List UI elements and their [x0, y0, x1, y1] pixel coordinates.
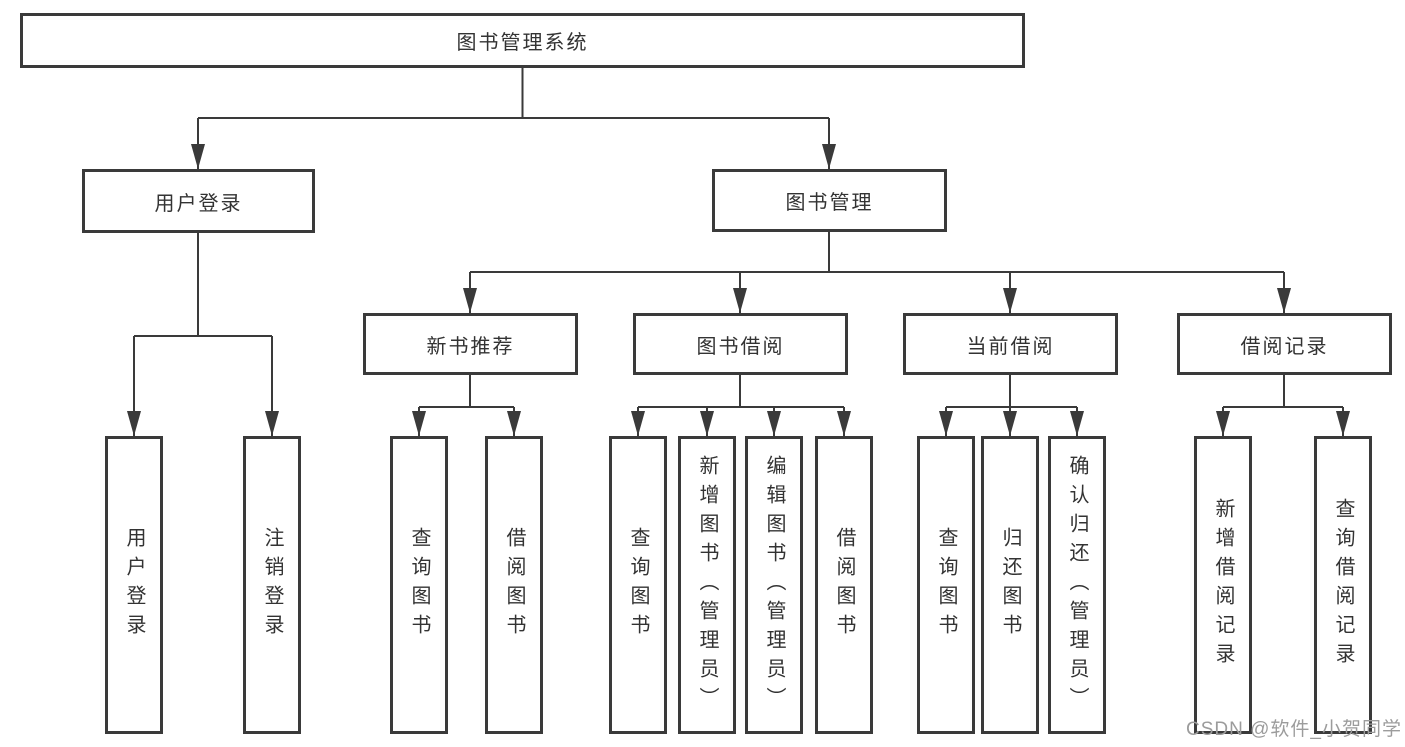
- node-new-book-recommend: 新书推荐: [363, 313, 578, 375]
- leaf-borrow-add-books-admin: 新增图书（管理员）: [678, 436, 736, 734]
- leaf-borrow-edit-books-admin-label: 编辑图书（管理员）: [763, 454, 785, 716]
- leaf-user-login-label: 用户登录: [123, 527, 145, 643]
- leaf-user-login: 用户登录: [105, 436, 163, 734]
- leaf-recommend-query-books-label: 查询图书: [408, 527, 430, 643]
- leaf-current-query-books-label: 查询图书: [935, 527, 957, 643]
- leaf-logout-login-label: 注销登录: [261, 527, 283, 643]
- leaf-current-return-books: 归还图书: [981, 436, 1039, 734]
- node-book-borrow: 图书借阅: [633, 313, 848, 375]
- leaf-current-return-books-label: 归还图书: [999, 527, 1021, 643]
- connector-book-mgmt-to-level3: [463, 232, 1291, 313]
- node-current-borrow-label: 当前借阅: [966, 335, 1055, 358]
- leaf-recommend-query-books: 查询图书: [390, 436, 448, 734]
- connector-book-borrow-to-leaves: [631, 375, 851, 436]
- leaf-record-query-borrow-record-label: 查询借阅记录: [1332, 498, 1354, 672]
- connector-borrow-record-to-leaves: [1216, 375, 1350, 436]
- leaf-current-confirm-return-admin: 确认归还（管理员）: [1048, 436, 1106, 734]
- leaf-recommend-borrow-books-label: 借阅图书: [503, 527, 525, 643]
- node-root: 图书管理系统: [20, 13, 1025, 68]
- node-book-mgmt-label: 图书管理: [785, 192, 874, 214]
- connector-root-to-level2: [191, 68, 836, 169]
- node-current-borrow: 当前借阅: [903, 313, 1118, 375]
- leaf-borrow-query-books: 查询图书: [609, 436, 667, 734]
- connector-current-borrow-to-leaves: [939, 375, 1084, 436]
- node-new-book-recommend-label: 新书推荐: [426, 335, 515, 358]
- node-user-login: 用户登录: [82, 169, 315, 233]
- leaf-borrow-add-books-admin-label: 新增图书（管理员）: [696, 454, 718, 716]
- node-user-login-label: 用户登录: [154, 192, 243, 215]
- leaf-logout-login: 注销登录: [243, 436, 301, 734]
- leaf-record-add-borrow-record: 新增借阅记录: [1194, 436, 1252, 734]
- leaf-recommend-borrow-books: 借阅图书: [485, 436, 543, 734]
- node-borrow-record: 借阅记录: [1177, 313, 1392, 375]
- node-borrow-record-label: 借阅记录: [1240, 335, 1329, 358]
- leaf-borrow-edit-books-admin: 编辑图书（管理员）: [745, 436, 803, 734]
- leaf-borrow-borrow-books-label: 借阅图书: [833, 527, 855, 643]
- leaf-current-query-books: 查询图书: [917, 436, 975, 734]
- connector-new-book-rec-to-leaves: [412, 375, 521, 436]
- node-book-mgmt: 图书管理: [712, 169, 947, 232]
- node-book-borrow-label: 图书借阅: [696, 335, 785, 358]
- leaf-borrow-borrow-books: 借阅图书: [815, 436, 873, 734]
- leaf-borrow-query-books-label: 查询图书: [627, 527, 649, 643]
- csdn-watermark: CSDN @软件_小贺同学: [1186, 719, 1402, 740]
- connector-user-login-to-leaves: [127, 233, 279, 436]
- node-root-label: 图书管理系统: [456, 32, 589, 54]
- leaf-record-add-borrow-record-label: 新增借阅记录: [1212, 498, 1234, 672]
- leaf-current-confirm-return-admin-label: 确认归还（管理员）: [1066, 454, 1088, 716]
- leaf-record-query-borrow-record: 查询借阅记录: [1314, 436, 1372, 734]
